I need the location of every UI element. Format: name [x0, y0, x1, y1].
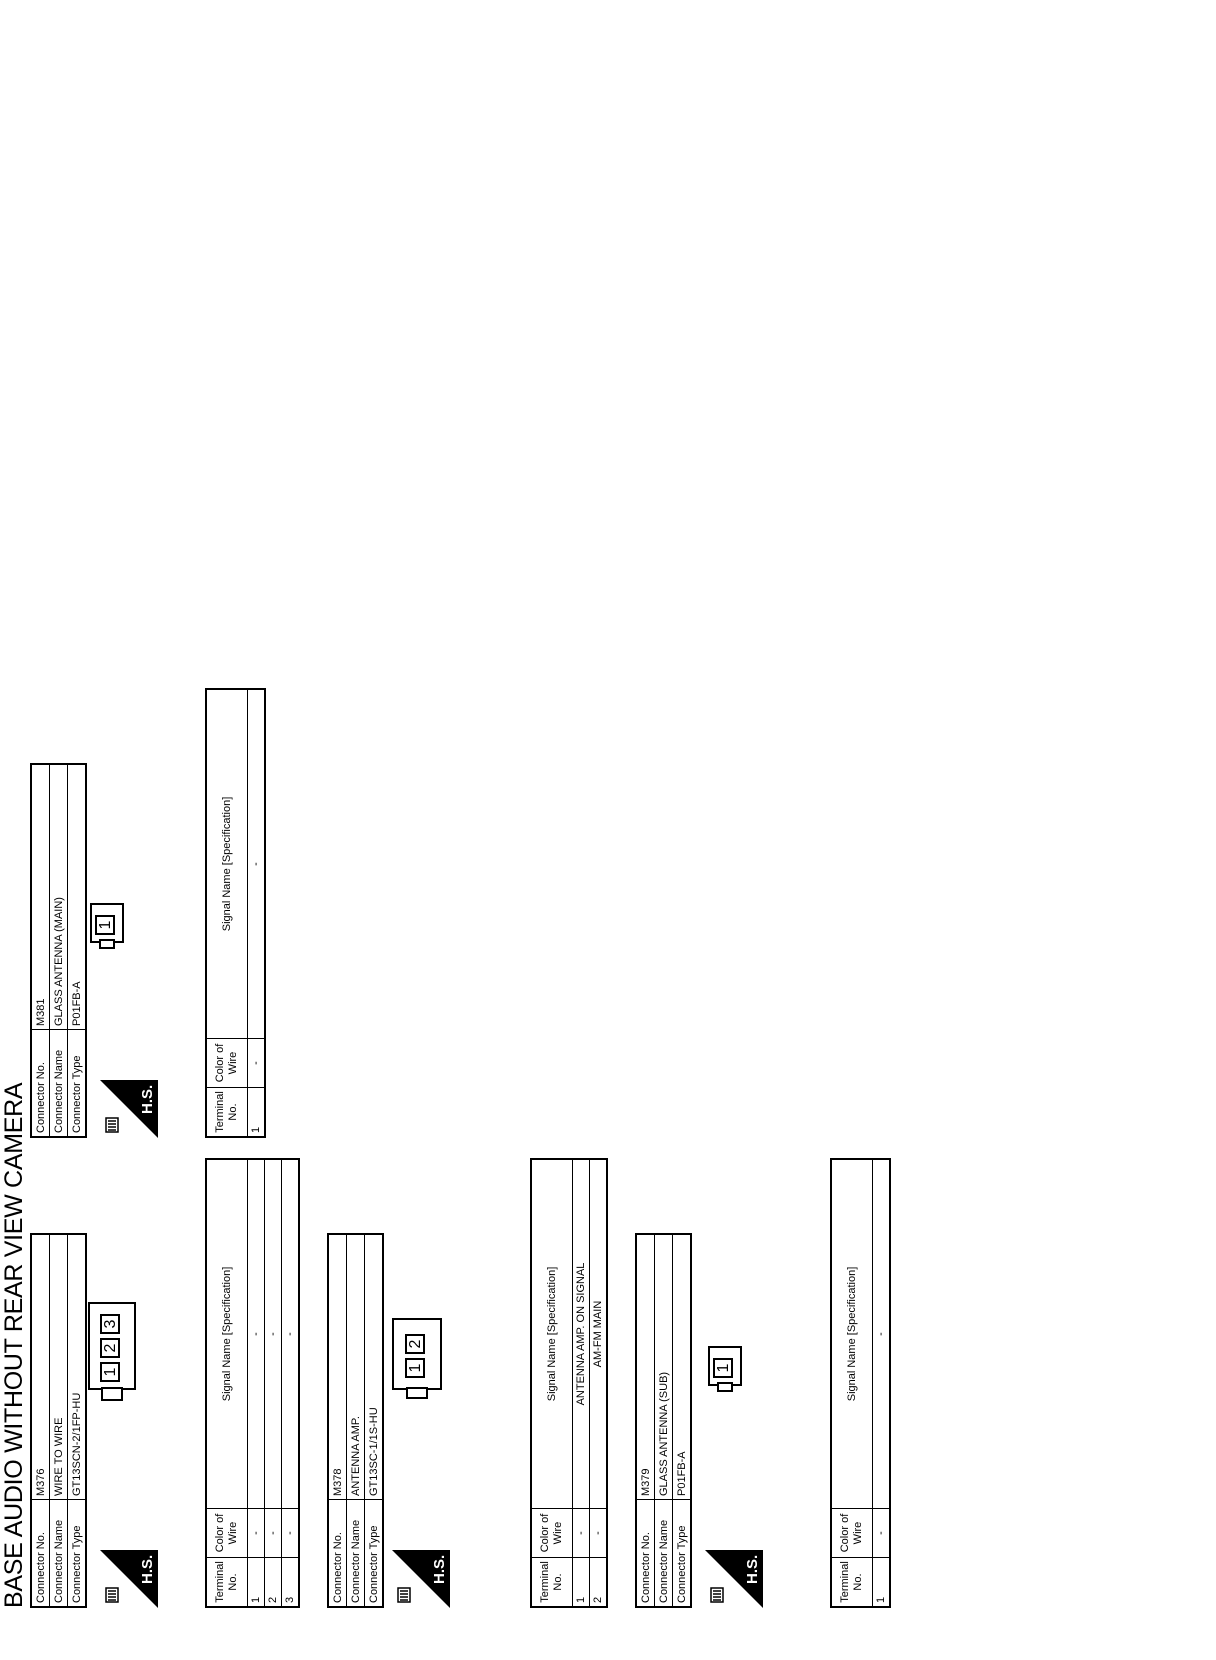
terminal-table-m381: Terminal No. Color of Wire Signal Name [… — [205, 688, 266, 1138]
header-signal-name: Signal Name [Specification] — [206, 1159, 248, 1509]
label-connector-no: Connector No. — [328, 1499, 347, 1607]
table-row: 2-- — [264, 1159, 282, 1607]
connector-latch — [99, 939, 115, 949]
page-title: BASE AUDIO WITHOUT REAR VIEW CAMERA — [0, 1082, 28, 1608]
signal-cell: - — [247, 1159, 265, 1509]
terminal-cell: 3 — [281, 1557, 299, 1607]
color-cell: - — [872, 1508, 890, 1558]
header-terminal-no: Terminal No. — [831, 1557, 873, 1607]
pin-1: 1 — [713, 1358, 733, 1378]
terminal-cell: 1 — [572, 1557, 590, 1607]
label-connector-name: Connector Name — [346, 1499, 365, 1607]
header-color-of-wire: Color of Wire — [831, 1508, 873, 1558]
terminal-table-m379: Terminal No. Color of Wire Signal Name [… — [830, 1158, 891, 1608]
terminal-table-m378: Terminal No. Color of Wire Signal Name [… — [530, 1158, 608, 1608]
header-color-of-wire: Color of Wire — [206, 1508, 248, 1558]
header-terminal-no: Terminal No. — [206, 1087, 248, 1137]
hs-label: H.S. — [139, 1085, 156, 1114]
signal-cell: AM-FM MAIN — [589, 1159, 607, 1509]
table-row: 1-- — [872, 1159, 890, 1607]
hs-harness-side-icon: H.S. — [100, 1080, 158, 1138]
color-cell: - — [281, 1508, 299, 1558]
pin-2: 2 — [405, 1334, 425, 1354]
connector-diagram-m376: 1 2 3 — [88, 1302, 136, 1401]
header-signal-name: Signal Name [Specification] — [206, 689, 248, 1039]
terminal-cell: 1 — [872, 1557, 890, 1607]
label-connector-name: Connector Name — [654, 1499, 673, 1607]
pin-2: 2 — [100, 1338, 120, 1358]
header-color-of-wire: Color of Wire — [531, 1508, 573, 1558]
label-connector-name: Connector Name — [49, 1499, 68, 1607]
hs-label: H.S. — [431, 1555, 448, 1584]
connector-no-value: M381 — [31, 764, 50, 1030]
table-row: 1-- — [247, 1159, 265, 1607]
label-connector-type: Connector Type — [67, 1029, 86, 1137]
connector-type-value: GT13SCN-2/1FP-HU — [67, 1234, 86, 1500]
color-cell: - — [264, 1508, 282, 1558]
pin-3: 3 — [100, 1314, 120, 1334]
connector-diagram-m378: 1 2 — [392, 1318, 442, 1399]
hs-harness-side-icon: H.S. — [392, 1550, 450, 1608]
signal-cell: - — [281, 1159, 299, 1509]
color-cell: - — [572, 1508, 590, 1558]
table-row: 1-ANTENNA AMP. ON SIGNAL — [572, 1159, 590, 1607]
terminal-cell: 2 — [264, 1557, 282, 1607]
connector-type-value: P01FB-A — [672, 1234, 691, 1500]
header-color-of-wire: Color of Wire — [206, 1038, 248, 1088]
connector-diagram-m379: 1 — [708, 1346, 742, 1392]
connector-latch — [717, 1382, 733, 1392]
color-cell: - — [247, 1508, 265, 1558]
connector-no-value: M378 — [328, 1234, 347, 1500]
pin-1: 1 — [100, 1362, 120, 1382]
connector-name-value: WIRE TO WIRE — [49, 1234, 68, 1500]
signal-cell: - — [247, 689, 265, 1039]
hs-label: H.S. — [744, 1555, 761, 1584]
color-cell: - — [247, 1038, 265, 1088]
pin-1: 1 — [95, 915, 115, 935]
label-connector-type: Connector Type — [672, 1499, 691, 1607]
label-connector-no: Connector No. — [31, 1029, 50, 1137]
rotated-page: BASE AUDIO WITHOUT REAR VIEW CAMERA Conn… — [0, 688, 891, 1608]
header-terminal-no: Terminal No. — [206, 1557, 248, 1607]
terminal-cell: 1 — [247, 1557, 265, 1607]
connector-no-value: M376 — [31, 1234, 50, 1500]
signal-cell: - — [264, 1159, 282, 1509]
hs-harness-side-icon: H.S. — [100, 1550, 158, 1608]
hs-label: H.S. — [139, 1555, 156, 1584]
label-connector-type: Connector Type — [67, 1499, 86, 1607]
table-row: 1-- — [247, 689, 265, 1137]
connector-name-value: GLASS ANTENNA (SUB) — [654, 1234, 673, 1500]
connector-name-value: ANTENNA AMP. — [346, 1234, 365, 1500]
connector-type-value: GT13SC-1/1S-HU — [364, 1234, 383, 1500]
pin-1: 1 — [405, 1358, 425, 1378]
terminal-table-m376: Terminal No. Color of Wire Signal Name [… — [205, 1158, 300, 1608]
header-signal-name: Signal Name [Specification] — [831, 1159, 873, 1509]
table-row: 3-- — [281, 1159, 299, 1607]
connector-no-value: M379 — [636, 1234, 655, 1500]
header-terminal-no: Terminal No. — [531, 1557, 573, 1607]
label-connector-name: Connector Name — [49, 1029, 68, 1137]
connector-type-value: P01FB-A — [67, 764, 86, 1030]
signal-cell: - — [872, 1159, 890, 1509]
table-row: 2-AM-FM MAIN — [589, 1159, 607, 1607]
signal-cell: ANTENNA AMP. ON SIGNAL — [572, 1159, 590, 1509]
header-signal-name: Signal Name [Specification] — [531, 1159, 573, 1509]
color-cell: - — [589, 1508, 607, 1558]
label-connector-no: Connector No. — [31, 1499, 50, 1607]
connector-name-value: GLASS ANTENNA (MAIN) — [49, 764, 68, 1030]
connector-latch — [406, 1387, 428, 1399]
label-connector-no: Connector No. — [636, 1499, 655, 1607]
hs-harness-side-icon: H.S. — [705, 1550, 763, 1608]
label-connector-type: Connector Type — [364, 1499, 383, 1607]
connector-latch — [101, 1387, 123, 1401]
terminal-cell: 1 — [247, 1087, 265, 1137]
connector-diagram-m381: 1 — [90, 903, 124, 949]
terminal-cell: 2 — [589, 1557, 607, 1607]
